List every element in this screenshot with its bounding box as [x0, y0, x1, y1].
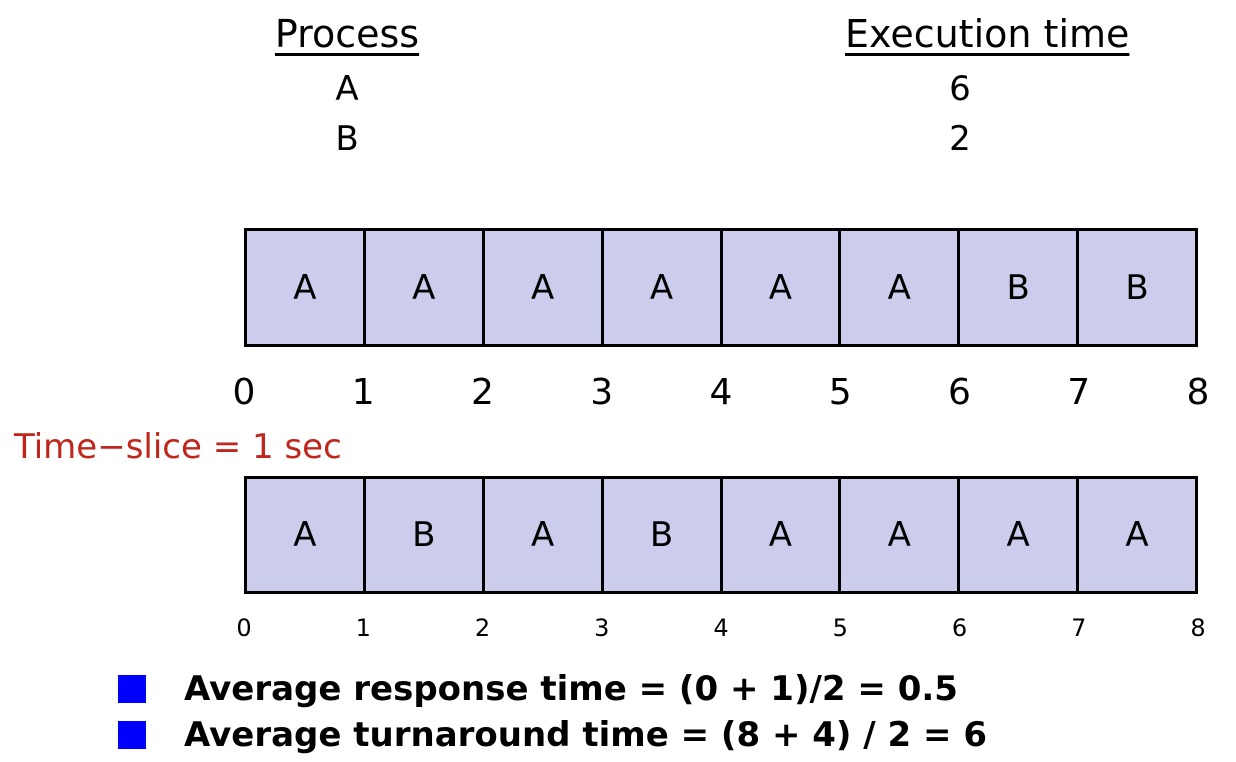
axis-tick: 1: [355, 614, 371, 642]
axis-tick: 8: [1190, 614, 1206, 642]
list-item-label: Average turnaround time = (8 + 4) / 2 = …: [184, 715, 988, 755]
gantt-cell: B: [365, 479, 485, 591]
execution-time-column-header: Execution time: [845, 12, 1130, 56]
gantt-chart-round-robin: A B A B A A A A: [244, 476, 1198, 594]
gantt-chart-fcfs: A A A A A A B B: [244, 228, 1198, 347]
list-item: Average response time = (0 + 1)/2 = 0.5: [118, 666, 1218, 712]
gantt-cell: A: [603, 231, 723, 344]
list-item-label: Average response time = (0 + 1)/2 = 0.5: [184, 669, 958, 709]
axis-tick: 5: [828, 372, 852, 413]
process-column-value-0: A: [335, 69, 359, 109]
axis-tick: 1: [351, 372, 375, 413]
gantt-cell: A: [841, 231, 961, 344]
gantt-cell: A: [247, 231, 366, 344]
gantt-cell: B: [1079, 231, 1195, 344]
gantt-cell: B: [960, 231, 1080, 344]
axis-tick: 0: [232, 372, 256, 413]
time-axis-round-robin: 0 1 2 3 4 5 6 7 8: [236, 614, 1205, 654]
axis-tick: 7: [1071, 614, 1087, 642]
axis-tick: 5: [832, 614, 848, 642]
gantt-cell: A: [365, 231, 485, 344]
execution-time-column: Execution time 6 2: [845, 12, 1130, 159]
gantt-cell: A: [722, 479, 842, 591]
execution-time-column-value-0: 6: [949, 69, 971, 109]
list-item: Average turnaround time = (8 + 4) / 2 = …: [118, 712, 1218, 758]
process-column: Process A B: [247, 12, 447, 158]
axis-tick: 2: [474, 614, 491, 642]
process-table: Process A B Execution time 6 2: [0, 0, 1236, 190]
gantt-cell: A: [484, 479, 604, 591]
time-slice-annotation: Time−slice = 1 sec: [14, 427, 342, 467]
gantt-cell: A: [247, 479, 366, 591]
axis-tick: 4: [713, 614, 729, 642]
axis-tick: 6: [948, 372, 971, 413]
process-column-header: Process: [274, 12, 420, 56]
axis-tick: 3: [594, 614, 610, 642]
axis-tick: 4: [709, 372, 733, 413]
execution-time-column-value-1: 2: [949, 119, 971, 159]
process-column-value-1: B: [335, 119, 359, 159]
axis-tick: 6: [951, 614, 968, 642]
gantt-cell: A: [1079, 479, 1195, 591]
gantt-cell: A: [841, 479, 961, 591]
time-axis-fcfs: 0 1 2 3 4 5 6 7 8: [233, 372, 1210, 413]
axis-tick: 8: [1186, 372, 1210, 413]
square-bullet-icon: [118, 721, 146, 749]
gantt-cell: A: [484, 231, 604, 344]
axis-tick: 2: [471, 372, 494, 413]
gantt-cell: B: [603, 479, 723, 591]
axis-tick: 7: [1067, 372, 1091, 413]
summary-list: Average response time = (0 + 1)/2 = 0.5 …: [118, 666, 1218, 758]
axis-tick: 0: [236, 614, 252, 642]
axis-tick: 3: [590, 372, 614, 413]
gantt-cell: A: [722, 231, 842, 344]
gantt-cell: A: [960, 479, 1080, 591]
square-bullet-icon: [118, 675, 146, 703]
